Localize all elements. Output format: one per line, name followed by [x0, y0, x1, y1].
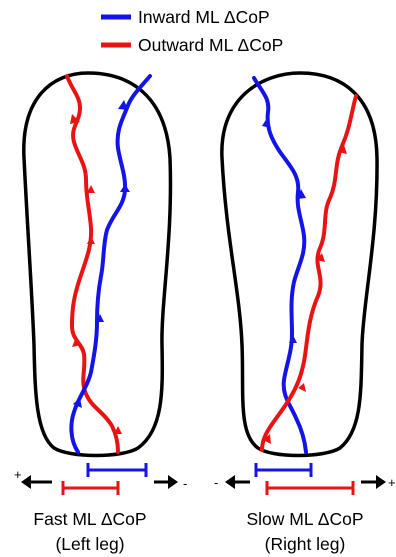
legend: Inward ML ΔCoP Outward ML ΔCoP — [101, 7, 283, 55]
left-foot-outline — [24, 73, 171, 456]
right-sign-right: + — [388, 475, 396, 490]
left-panel-title: Fast ML ΔCoP — [33, 509, 146, 529]
left-arrow-right-icon — [168, 475, 178, 489]
legend-inward-label: Inward ML ΔCoP — [138, 7, 270, 27]
legend-outward-label: Outward ML ΔCoP — [138, 35, 283, 55]
right-sign-left: - — [214, 475, 218, 490]
left-foot-panel: + - Fast ML ΔCoP (Left leg) — [14, 73, 187, 554]
right-panel-subtitle: (Right leg) — [265, 534, 346, 554]
right-inward-trajectory — [254, 78, 306, 452]
left-sign-right: - — [183, 476, 187, 491]
left-arrow-left-icon — [21, 475, 31, 489]
left-sign-left: + — [14, 467, 22, 482]
right-foot-panel: - + Slow ML ΔCoP (Right leg) — [214, 73, 396, 554]
right-arrow-right-icon — [376, 475, 386, 489]
right-arrow-left-icon — [225, 475, 235, 489]
left-inward-arrowhead — [120, 184, 130, 192]
left-outward-arrowhead — [87, 236, 95, 244]
left-panel-subtitle: (Left leg) — [55, 534, 124, 554]
left-outward-trajectory — [67, 76, 118, 452]
left-ml-range-bars — [63, 463, 146, 495]
right-panel-title: Slow ML ΔCoP — [246, 509, 363, 529]
right-ml-range-bars — [256, 463, 353, 495]
